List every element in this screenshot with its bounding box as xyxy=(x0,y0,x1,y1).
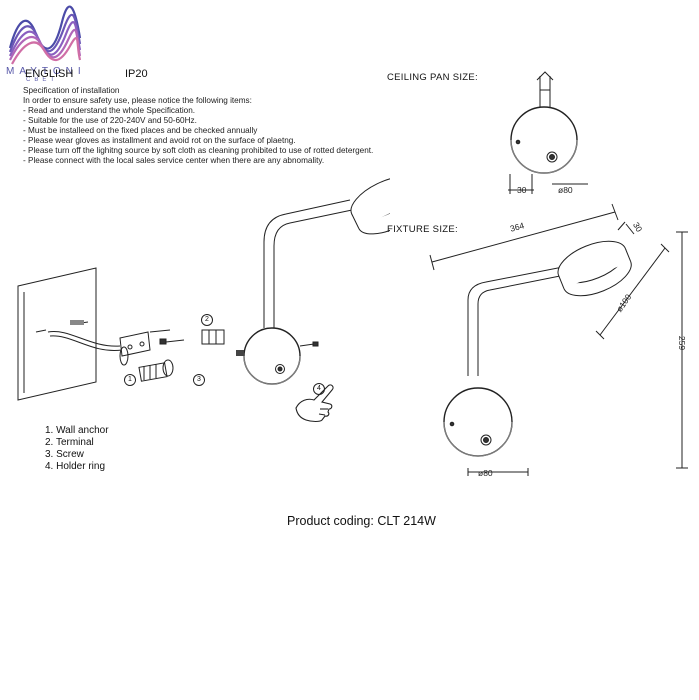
legend-item: 4. Holder ring xyxy=(45,461,106,472)
ip-rating: IP20 xyxy=(125,68,148,80)
callout-marker: 3 xyxy=(193,374,205,386)
logo-sub-text: СВЕТ xyxy=(26,77,59,83)
fixture-size-drawing xyxy=(429,203,688,476)
instructions-intro: In order to ensure safety use, please no… xyxy=(23,96,252,105)
legend-item: 3. Screw xyxy=(45,449,84,460)
instruction-item: - Suitable for the use of 220-240V and 5… xyxy=(23,116,197,125)
callout-marker: 4 xyxy=(313,383,325,395)
installation-drawing xyxy=(17,176,390,401)
instruction-item: - Please turn off the lighitng source by… xyxy=(23,146,374,155)
ceiling-pan-drawing xyxy=(508,71,588,194)
logo-waves-icon xyxy=(8,5,82,65)
instruction-item: - Must be installeed on the fixed places… xyxy=(23,126,258,135)
legend-item: 2. Terminal xyxy=(45,437,94,448)
fixture-base-diameter-dim: ø80 xyxy=(478,468,493,478)
maytoni-logo: MAYTONI СВЕТ xyxy=(4,4,84,86)
language-label: ENGLISH xyxy=(25,68,74,80)
legend-item: 1. Wall anchor xyxy=(45,425,109,436)
instruction-item: - Please connect with the local sales se… xyxy=(23,156,325,165)
instructions-title: Specification of installation xyxy=(23,86,120,95)
fixture-height-dim: 259 xyxy=(677,335,688,351)
instruction-item: - Read and understand the whole Specific… xyxy=(23,106,196,115)
instruction-item: - Please wear gloves as installment and … xyxy=(23,136,296,145)
hand-pointer-icon xyxy=(295,384,334,423)
logo-brand-text: MAYTONI xyxy=(6,66,86,77)
ceiling-pan-diameter-dim: ø80 xyxy=(558,185,573,195)
ceiling-pan-label: CEILING PAN SIZE: xyxy=(387,72,478,83)
callout-marker: 2 xyxy=(201,314,213,326)
callout-marker: 1 xyxy=(124,374,136,386)
ceiling-pan-depth-dim: 30 xyxy=(517,185,527,195)
product-coding: Product coding: CLT 214W xyxy=(287,514,436,528)
fixture-size-label: FIXTURE SIZE: xyxy=(387,224,458,235)
